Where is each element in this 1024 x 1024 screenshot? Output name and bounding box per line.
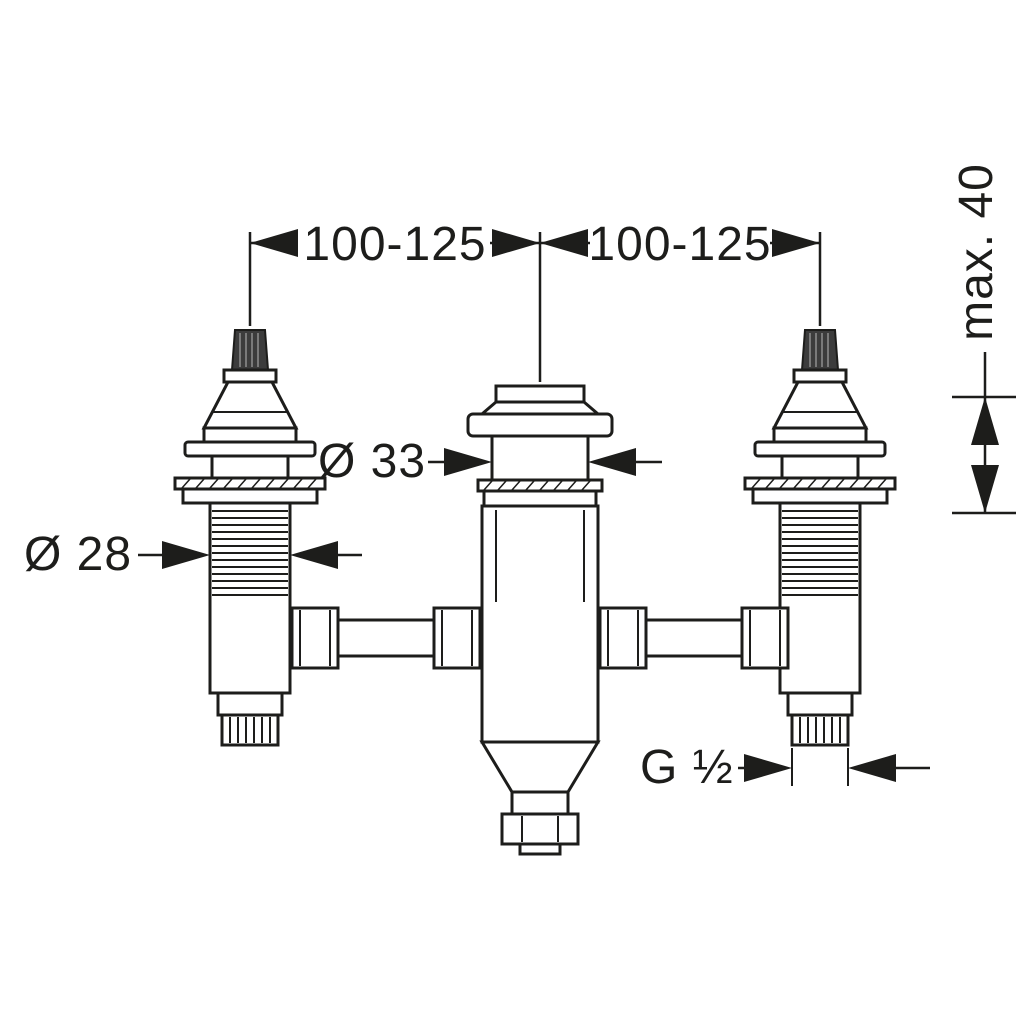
left-tailpiece [220,713,280,747]
center-hex-nut [500,812,580,846]
left-lower-step [216,691,284,717]
dim-label-top-left-span: 100-125 [303,218,486,271]
top-left-text-mask [298,220,490,266]
right-pipe-nut-outer [740,606,790,670]
right-spindle-knurled-stem [800,329,840,371]
arrow-center-diameter-right [588,448,636,476]
center-lower-neck [510,790,570,816]
arrow-right-end [772,229,820,257]
arrow-center-left [492,229,540,257]
right-body-threads [782,510,858,596]
center-flare [477,400,603,416]
left-threaded-body [208,501,292,695]
right-spindle-ribs [809,333,829,367]
dim-label-bottom-thread: G ½ [640,741,734,794]
left-flange-disc [183,440,317,458]
right-valve-assembly [743,329,897,747]
right-cap-base [772,426,868,444]
arrow-center-right [540,229,588,257]
arrow-left-diameter-right [290,541,338,569]
dimension-bottom-thread: G ½ [640,741,930,794]
right-locknut [751,487,889,505]
arrow-max-depth-down [971,465,999,513]
left-body-threads [212,510,288,596]
arrow-thread-right [848,754,896,782]
left-pipe-nut-outer [290,606,340,670]
arrow-left-diameter-left [162,541,210,569]
arrow-center-diameter-left [444,448,492,476]
right-flange-disc [753,440,887,458]
left-spindle-collar [222,368,278,384]
center-top-cap [494,384,586,404]
left-neck [210,454,290,480]
right-tailpiece-threads [799,717,841,743]
right-lower-step [786,691,854,717]
extension-lines-top [248,232,822,382]
right-valve-bell-cap [771,380,869,430]
right-pipe-nut-inner [598,606,648,670]
left-pipe-nut-outer-facets [299,610,331,666]
arrow-thread-left [744,754,792,782]
dim-label-max-depth: max. 40 [950,163,1003,341]
left-pipe-tube [336,618,436,658]
dimension-left-diameter: Ø 28 [24,528,362,581]
right-spindle-collar [792,368,848,384]
left-locknut [181,487,319,505]
center-body-facets [495,510,585,602]
connecting-pipes [290,606,790,670]
dim-label-top-right-span: 100-125 [588,218,771,271]
dimension-max-depth: max. 40 [950,163,1016,515]
dim-label-center-diameter: Ø 33 [318,435,426,488]
center-hex-facets [521,816,559,842]
center-tip [518,842,562,856]
arrow-max-depth-up [971,397,999,445]
right-pipe-nut-inner-facets [607,610,639,666]
left-washer-hatch [181,478,317,489]
dim-label-left-diameter: Ø 28 [24,528,132,581]
right-neck [780,454,860,480]
center-neck [490,434,590,482]
center-locknut [482,489,598,508]
left-cap-base [202,426,298,444]
left-valve-assembly [173,329,327,747]
center-taper [479,740,601,794]
left-pipe-nut-inner-facets [441,610,473,666]
dimension-center-diameter: Ø 33 [318,435,662,488]
right-tailpiece [790,713,850,747]
center-body-assembly [466,384,614,856]
dimension-top-spans: 100-125 100-125 [250,218,820,271]
right-pipe-nut-outer-facets [749,610,781,666]
left-spindle-knurled-stem [230,329,270,371]
left-spindle-ribs [239,333,259,367]
right-washer-hatch [751,478,887,489]
center-main-body [480,504,600,744]
left-tailpiece-threads [229,717,271,743]
center-washer-hatch [483,480,591,491]
left-pipe-nut-inner [432,606,482,670]
left-valve-bell-cap [201,380,299,430]
center-flange-plate [466,412,614,438]
right-pipe-tube [644,618,744,658]
top-right-text-mask [590,220,770,266]
arrow-left-end [250,229,298,257]
